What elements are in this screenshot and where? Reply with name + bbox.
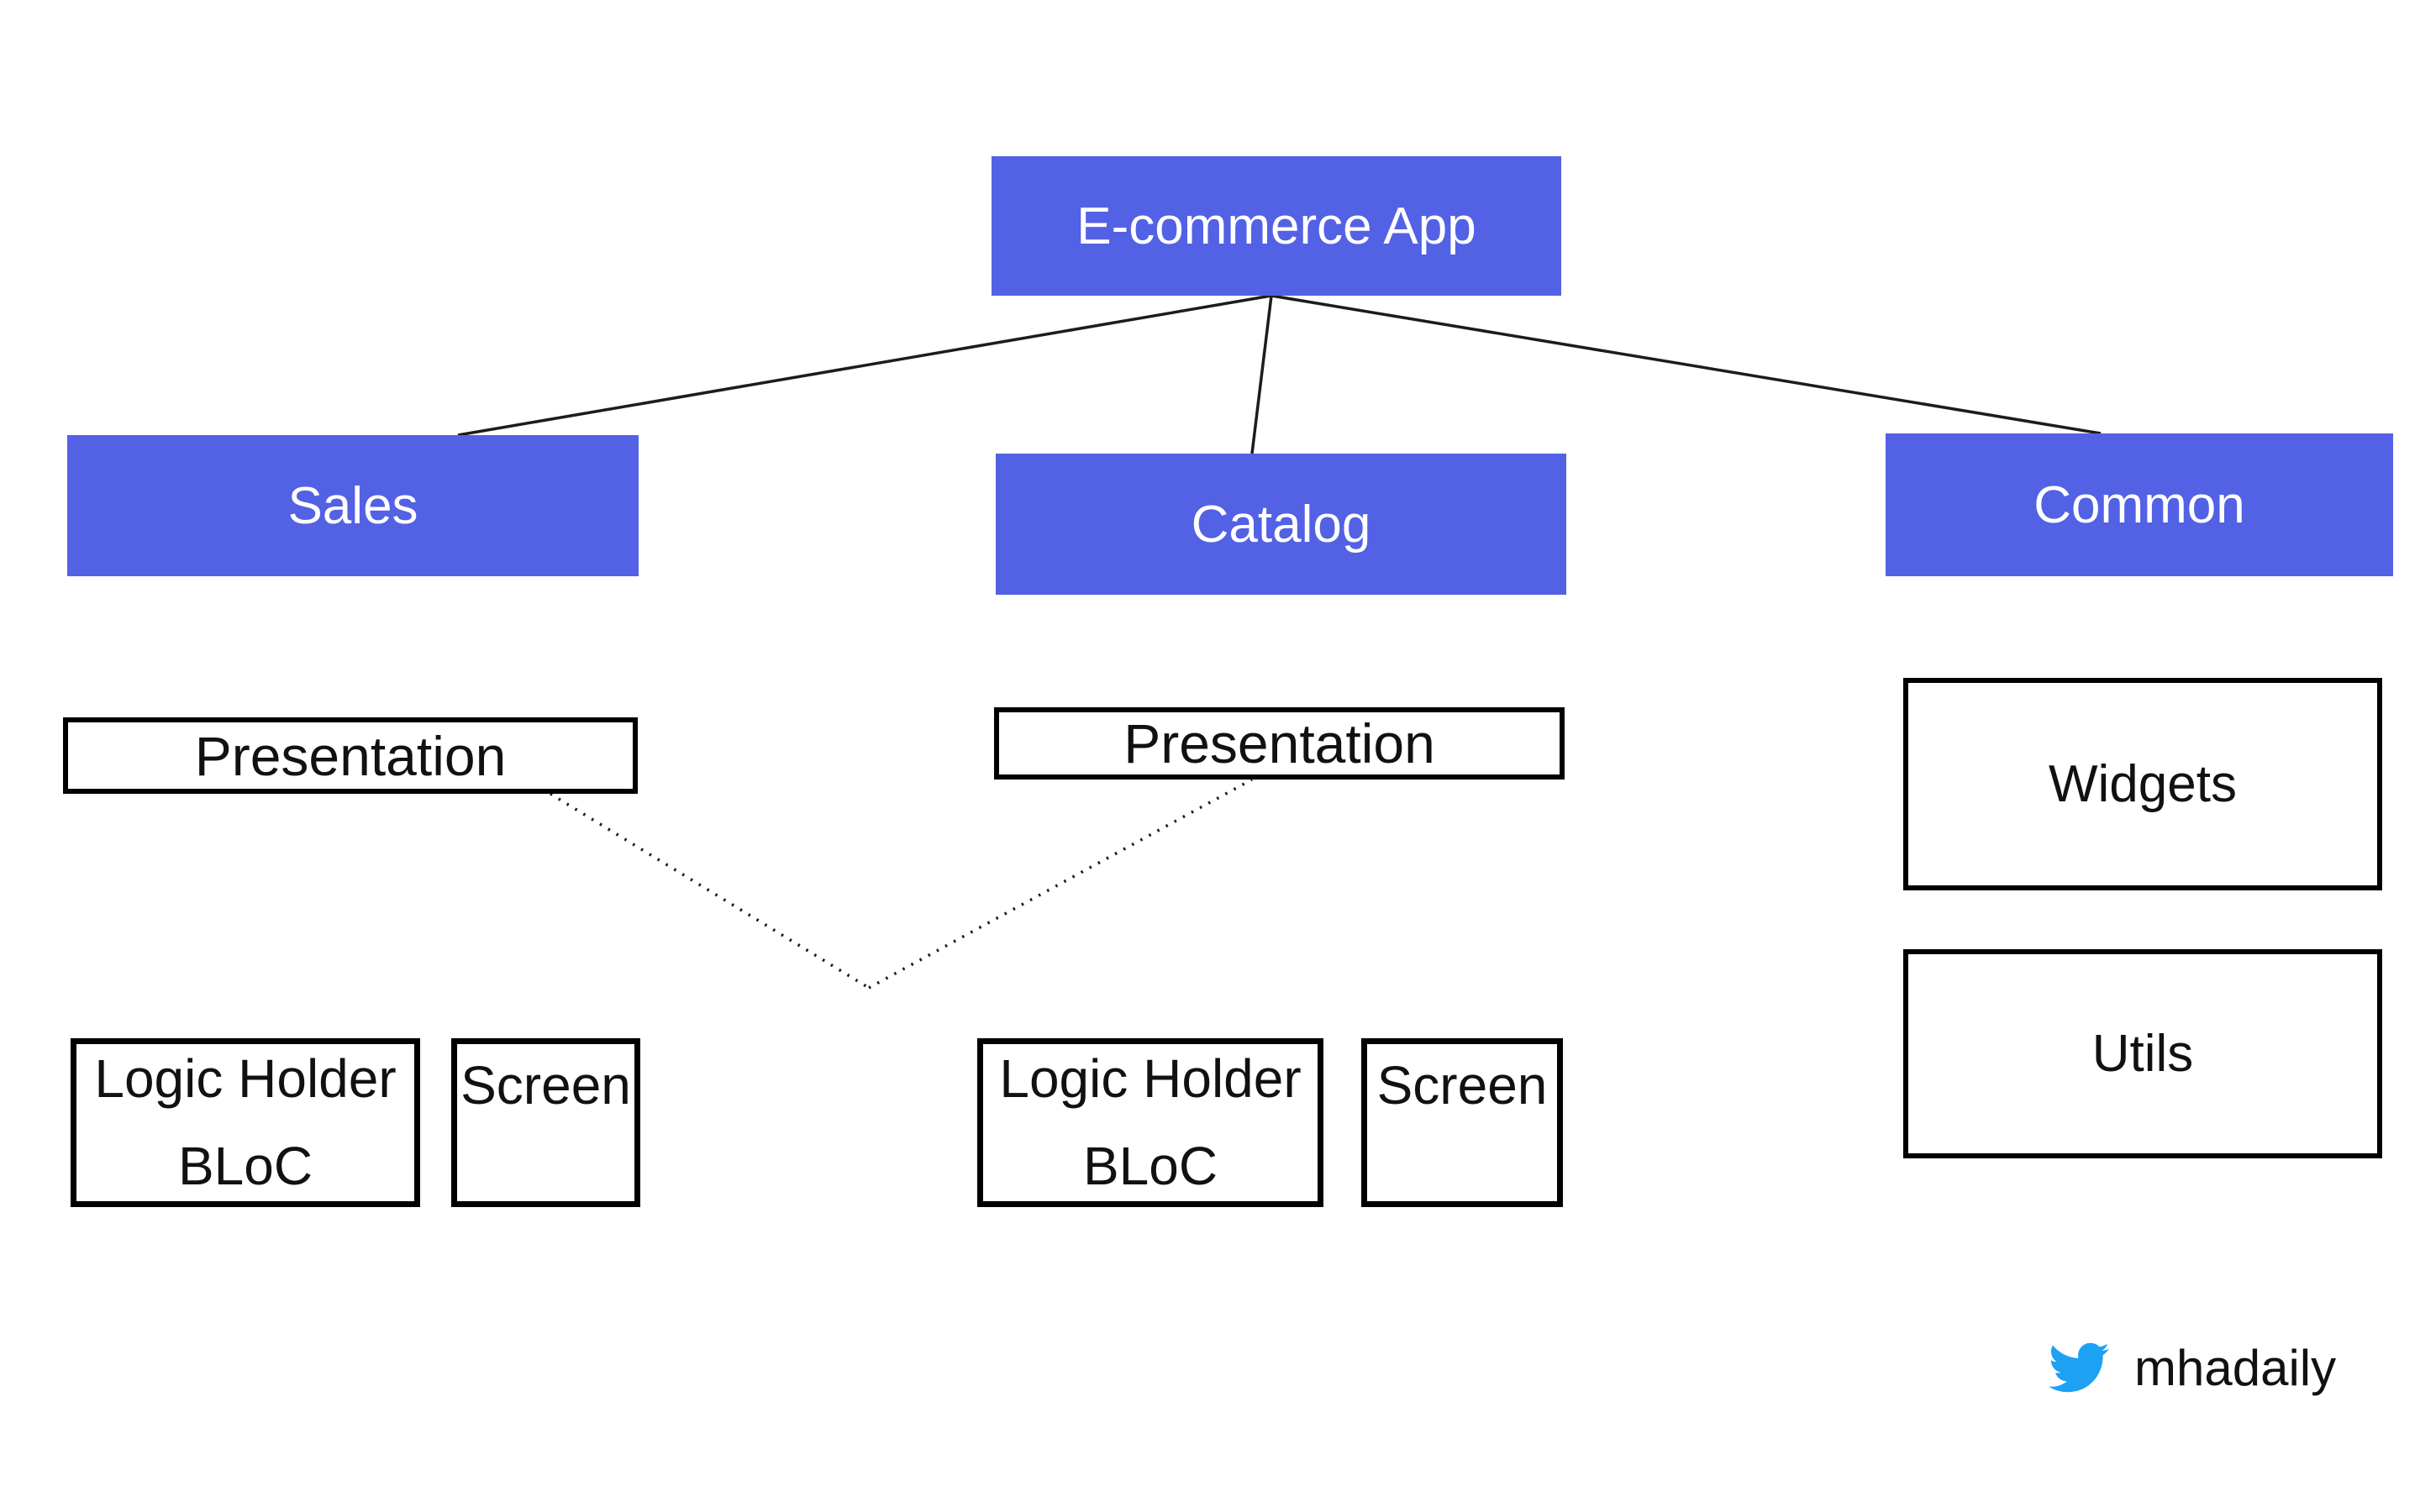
node-sales-label: Sales	[287, 476, 418, 535]
node-widgets-label: Widgets	[2049, 755, 2237, 813]
node-catalog-screen-label: Screen	[1376, 1055, 1548, 1116]
edge-root-sales	[457, 294, 1272, 437]
edge-sales-presentation-dotted	[550, 792, 870, 990]
node-catalog-presentation: Presentation	[994, 707, 1565, 780]
node-catalog-presentation-label: Presentation	[1123, 712, 1435, 774]
footer-credit: mhadaily	[2042, 1334, 2336, 1401]
node-sales-screen-label: Screen	[460, 1055, 631, 1116]
node-utils-label: Utils	[2091, 1025, 2194, 1083]
node-catalog: Catalog	[996, 454, 1566, 595]
node-sales-presentation: Presentation	[63, 717, 638, 794]
twitter-bird-icon	[2042, 1337, 2116, 1398]
node-catalog-logic-holder: Logic Holder BLoC	[977, 1038, 1323, 1207]
edge-root-common	[1270, 294, 2102, 435]
node-sales: Sales	[67, 435, 639, 576]
node-catalog-logic-holder-line2: BLoC	[1082, 1135, 1218, 1196]
node-ecommerce-app: E-commerce App	[992, 156, 1561, 296]
node-catalog-logic-holder-line1: Logic Holder	[999, 1047, 1302, 1109]
node-common: Common	[1886, 433, 2393, 576]
node-utils: Utils	[1903, 949, 2382, 1158]
node-ecommerce-app-label: E-commerce App	[1076, 197, 1476, 255]
node-catalog-label: Catalog	[1191, 495, 1371, 554]
node-sales-logic-holder-line1: Logic Holder	[94, 1047, 397, 1109]
twitter-handle: mhadaily	[2134, 1339, 2337, 1396]
node-catalog-screen: Screen	[1361, 1038, 1563, 1207]
edge-catalog-presentation-dotted	[868, 778, 1253, 990]
node-sales-screen: Screen	[451, 1038, 640, 1207]
edge-root-catalog	[1250, 295, 1273, 454]
node-widgets: Widgets	[1903, 678, 2382, 890]
node-sales-logic-holder-line2: BLoC	[177, 1135, 313, 1196]
node-sales-presentation-label: Presentation	[194, 724, 507, 787]
node-sales-logic-holder: Logic Holder BLoC	[71, 1038, 420, 1207]
node-common-label: Common	[2033, 475, 2245, 534]
